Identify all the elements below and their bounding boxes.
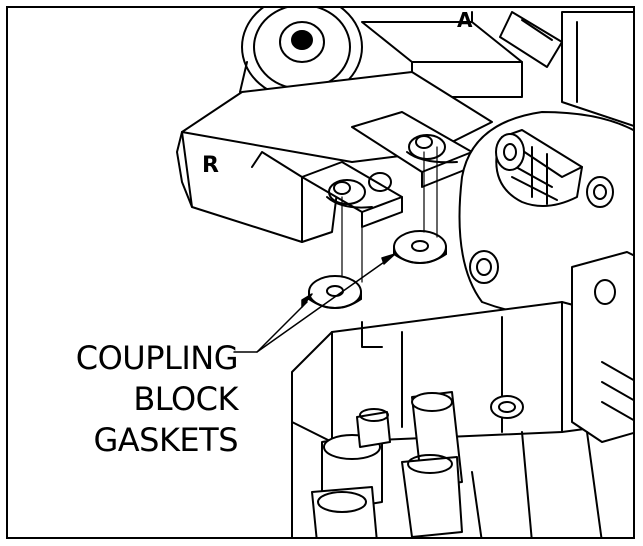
hex-fitting [495, 129, 583, 207]
lower-housing [291, 301, 633, 537]
lower-fittings [311, 391, 603, 537]
drawing-frame: A R [6, 6, 635, 539]
top-block: A [361, 8, 523, 98]
gasket-right [393, 230, 447, 264]
coupling-block-gaskets-callout: COUPLING BLOCK GASKETS [38, 338, 239, 461]
right-lower-block [571, 251, 633, 443]
top-block-mark: A [457, 8, 473, 32]
callout-line-3: GASKETS [93, 421, 238, 459]
gasket-left [308, 275, 362, 309]
pulley-wheel [239, 8, 363, 113]
alignment-lines [341, 146, 438, 283]
assembly-drawing: A R [176, 8, 633, 537]
left-block-mark: R [202, 153, 219, 178]
callout-line-2: BLOCK [133, 380, 238, 418]
coupling-plates [301, 111, 473, 228]
top-fitting [499, 11, 563, 68]
callout-leaders [233, 253, 396, 353]
callout-line-1: COUPLING [75, 339, 239, 377]
